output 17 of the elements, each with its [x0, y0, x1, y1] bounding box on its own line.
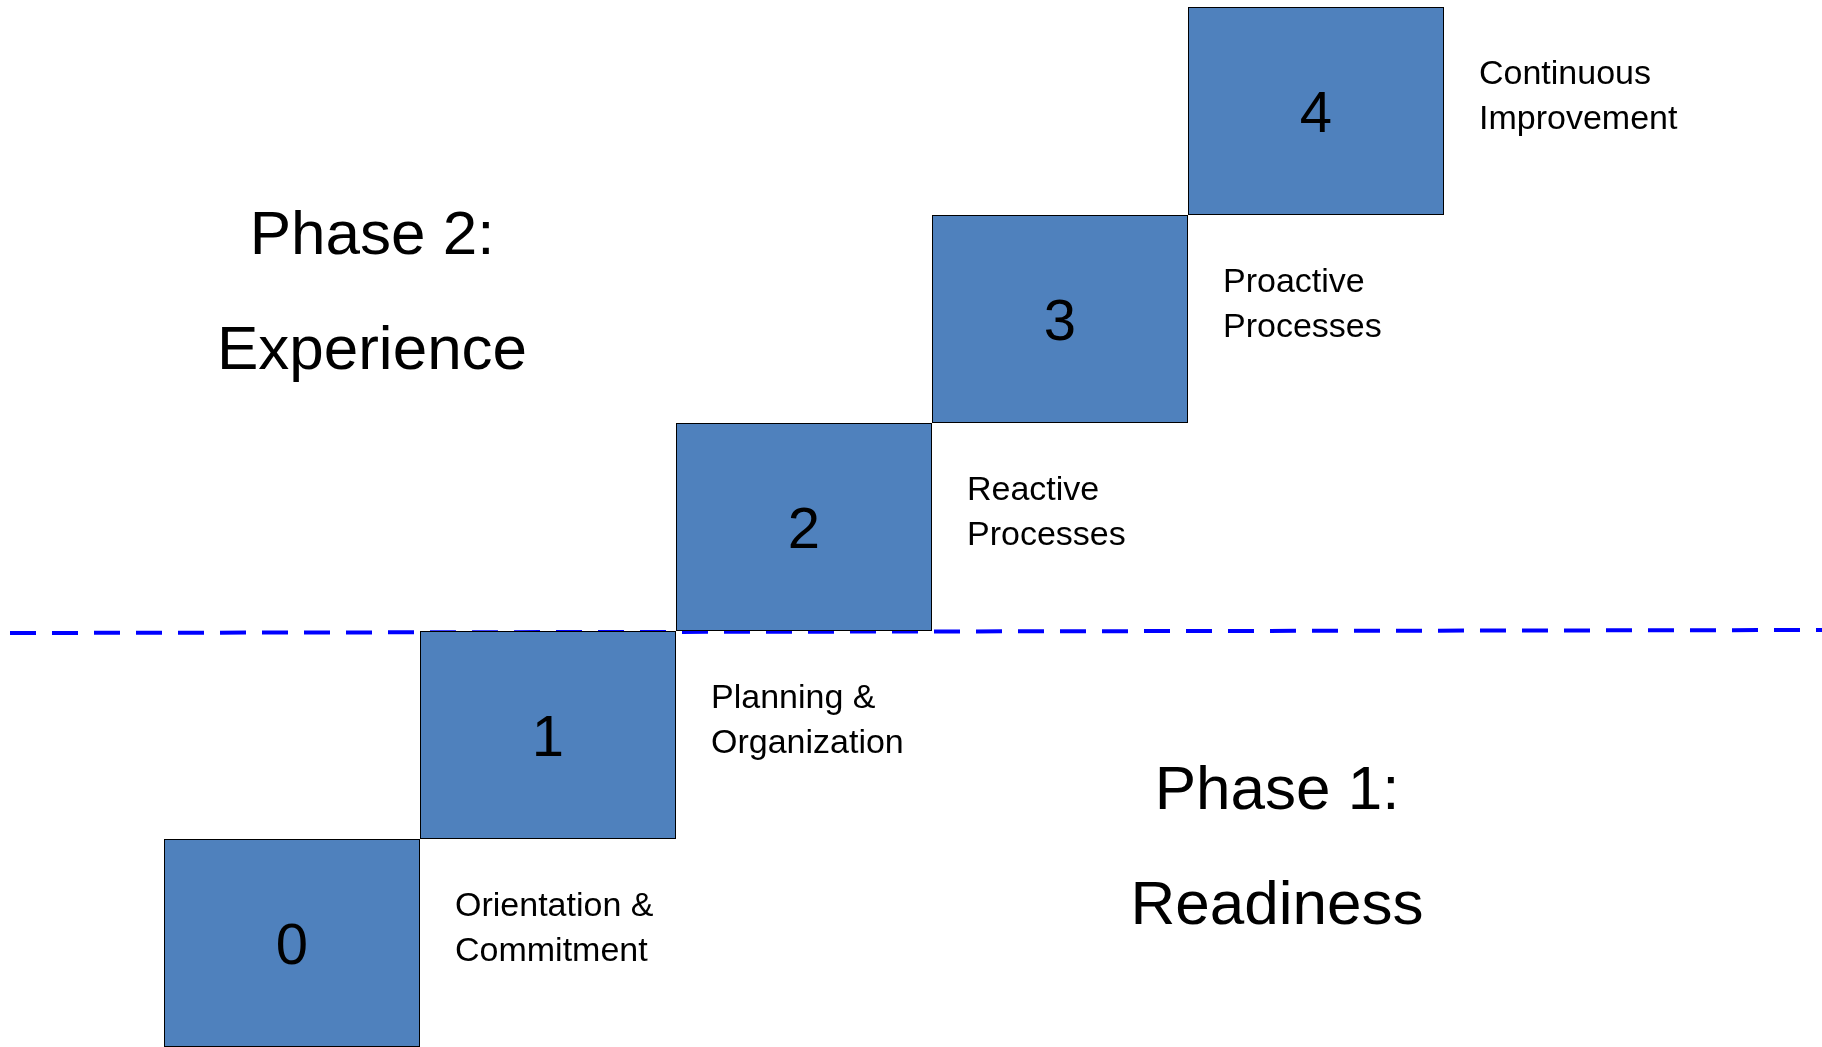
step-number: 4 [1299, 77, 1333, 145]
step-number: 0 [275, 909, 309, 977]
step-caption: Orientation & Commitment [455, 884, 655, 970]
step-block [676, 423, 932, 631]
step-number: 1 [531, 701, 565, 769]
step-block [932, 215, 1188, 423]
step-caption: Planning & Organization [711, 676, 905, 762]
step-block [1188, 7, 1444, 215]
phase-heading: Phase 1: Readiness [1129, 752, 1425, 939]
step-caption: Proactive Processes [1223, 260, 1383, 346]
step-caption: Reactive Processes [967, 468, 1127, 554]
step-block [164, 839, 420, 1047]
step-number: 3 [1043, 285, 1077, 353]
phase-heading: Phase 2: Experience [215, 197, 529, 384]
step-block [420, 631, 676, 839]
step-caption: Continuous Improvement [1479, 52, 1679, 138]
step-number: 2 [787, 493, 821, 561]
